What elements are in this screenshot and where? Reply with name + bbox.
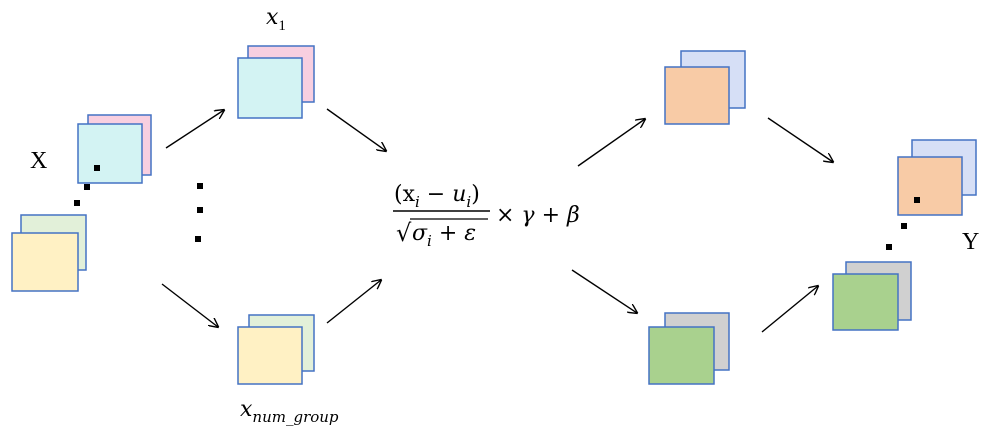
- normalized-group-first: [664, 50, 746, 125]
- formula-numerator: (xi − ui): [394, 182, 480, 211]
- arrow: [326, 108, 386, 151]
- arrow: [577, 119, 645, 167]
- ellipsis-dot: [195, 236, 201, 242]
- arrow: [161, 283, 218, 327]
- ellipsis-dot: [94, 165, 100, 171]
- formula-tail: × γ + β: [496, 203, 580, 228]
- formula-radical: √: [396, 219, 412, 247]
- input-front-top: [77, 123, 143, 184]
- input-stack: [11, 114, 152, 292]
- flow-arrows: [161, 108, 833, 333]
- ellipsis-dot: [886, 244, 892, 250]
- group-last-label: xnum_group: [240, 397, 339, 426]
- ellipsis-dot: [197, 207, 203, 213]
- group-first-label: x1: [266, 5, 286, 34]
- ellipsis-dot: [84, 184, 90, 190]
- output-label: Y: [962, 229, 979, 255]
- ellipsis-dot: [914, 197, 920, 203]
- normalization-formula: (xi − ui) √ σi + ε × γ + β: [393, 182, 580, 250]
- output-stack: [832, 139, 977, 331]
- group-first-stack: [237, 45, 315, 119]
- arrow: [767, 117, 833, 162]
- group-first-front: [237, 57, 303, 119]
- normalized-first-front: [664, 66, 730, 125]
- group-ellipsis: [195, 183, 203, 242]
- input-front-bottom: [11, 232, 79, 292]
- arrow: [326, 280, 381, 324]
- ellipsis-dot: [901, 223, 907, 229]
- input-label: X: [30, 148, 47, 174]
- group-last-front: [237, 326, 303, 385]
- ellipsis-dot: [74, 200, 80, 206]
- arrow: [761, 286, 818, 333]
- output-front-bottom: [832, 273, 899, 331]
- normalized-group-last: [648, 312, 730, 385]
- group-last-stack: [237, 314, 315, 385]
- formula-denominator: σi + ε: [412, 221, 476, 250]
- ellipsis-dot: [197, 183, 203, 189]
- output-front-top: [897, 156, 963, 216]
- arrow: [165, 110, 224, 149]
- normalized-last-front: [648, 326, 715, 385]
- arrow: [571, 269, 637, 313]
